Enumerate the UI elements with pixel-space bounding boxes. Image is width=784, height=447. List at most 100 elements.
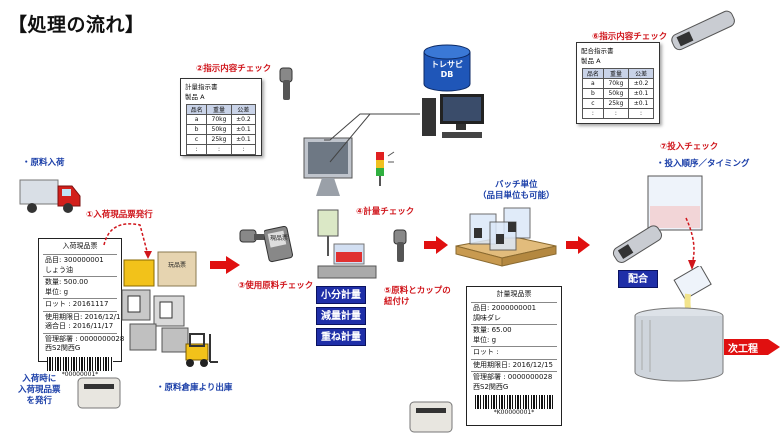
weighing-scale-icon bbox=[314, 206, 380, 282]
table-cell: c bbox=[185, 134, 208, 145]
box-label: 現品票 bbox=[270, 235, 289, 242]
table-cell: : bbox=[206, 144, 232, 155]
barcode-icon bbox=[475, 395, 553, 409]
beaker-icon bbox=[640, 170, 710, 236]
warehouse-boxes-icon: 玩品票 bbox=[118, 246, 210, 356]
reduction-weigh-button[interactable]: 減量計量 bbox=[316, 307, 366, 325]
dashed-connector-icon bbox=[103, 223, 152, 259]
ticket-line: 管理部署 : 0000000028 bbox=[473, 373, 553, 381]
ticket-line: 適合日 : 2016/11/17 bbox=[45, 322, 114, 330]
table-row: ::: bbox=[582, 108, 654, 119]
box-label: 玩品票 bbox=[168, 262, 187, 269]
barcode-icon bbox=[47, 356, 113, 371]
table-cell: ±0.2 bbox=[628, 78, 654, 89]
table-cell: : bbox=[602, 108, 630, 119]
table-cell: : bbox=[582, 108, 604, 119]
monitor-terminal-icon bbox=[292, 136, 364, 198]
next-process-label: 次工程 bbox=[728, 344, 758, 355]
table-header: 品名 bbox=[185, 104, 208, 115]
truck-icon bbox=[18, 176, 82, 216]
step-5-label: ⑤原料とカップの 紐付け bbox=[384, 286, 451, 307]
table-row: ::: bbox=[185, 144, 257, 155]
database-icon: トレサビ DB bbox=[422, 44, 472, 92]
table-cell: 25kg bbox=[602, 98, 630, 109]
ticket-line: 西S2関西G bbox=[473, 382, 509, 391]
table-cell: ±0.1 bbox=[628, 98, 654, 109]
card-product: 製品 A bbox=[581, 57, 601, 65]
network-lines-icon bbox=[324, 113, 420, 163]
barcode-scanner-icon bbox=[239, 229, 266, 243]
barcode-text: *K00000001* bbox=[493, 409, 535, 416]
table-cell: 50kg bbox=[206, 124, 232, 135]
step-2-label: ②指示内容チェック bbox=[196, 64, 272, 74]
table-cell: c bbox=[582, 98, 604, 109]
weigh-ticket-title: 計量現品票 bbox=[496, 290, 532, 298]
batch-label-line: バッチ単位 bbox=[495, 180, 538, 190]
step-7-label: ⑦投入チェック bbox=[660, 142, 719, 152]
step-1-label: ①入荷現品票発行 bbox=[86, 210, 153, 220]
page-title: 【処理の流れ】 bbox=[8, 14, 145, 36]
warehouse-label: ・原料倉庫より出庫 bbox=[156, 383, 233, 393]
ticket-line: 単位: g bbox=[473, 335, 497, 344]
ticket-line: 数量: 500.00 bbox=[45, 278, 89, 286]
printer-icon bbox=[408, 396, 454, 436]
barcode-scanner-icon bbox=[393, 229, 407, 262]
small-portion-weigh-button[interactable]: 小分計量 bbox=[316, 286, 366, 304]
step-7b-label: ・投入順序／タイミング bbox=[656, 159, 750, 169]
next-process-arrow: 次工程 bbox=[724, 337, 782, 357]
ticket-line: 使用期限日: 2016/12/17 bbox=[45, 312, 125, 321]
mixing-tank-icon bbox=[630, 306, 728, 384]
step-raw-arrival: ・原料入荷 bbox=[22, 158, 65, 168]
batch-label-line: （品目単位も可能） bbox=[478, 191, 555, 201]
flow-arrow-icon bbox=[424, 236, 448, 254]
batch-label: バッチ単位 （品目単位も可能） bbox=[478, 180, 555, 202]
table-cell: ±0.1 bbox=[628, 88, 654, 99]
table-cell: b bbox=[185, 124, 208, 135]
ticket-line: 調味ダレ bbox=[473, 313, 501, 322]
table-cell: 70kg bbox=[206, 114, 232, 125]
ticket-line: 使用期限日: 2016/12/15 bbox=[473, 360, 553, 369]
ticket-line: 西S2関西G bbox=[45, 344, 81, 352]
ticket-line: 単位: g bbox=[45, 287, 69, 296]
ticket-line: ロット : bbox=[473, 348, 499, 356]
printer-icon bbox=[76, 372, 122, 410]
signal-tower-icon bbox=[376, 151, 395, 186]
db-label: トレサビ bbox=[431, 60, 463, 69]
handheld-terminal-icon bbox=[612, 225, 662, 263]
stacked-weigh-button[interactable]: 重ね計量 bbox=[316, 328, 366, 346]
blend-badge: 配合 bbox=[618, 270, 658, 288]
handheld-terminal-icon bbox=[264, 226, 294, 263]
ticket-line: ロット : 20161117 bbox=[45, 300, 109, 308]
desktop-pc-icon bbox=[420, 92, 488, 142]
table-cell: : bbox=[230, 144, 257, 155]
card-product: 製品 A bbox=[185, 93, 205, 101]
table-header: 公差 bbox=[628, 68, 654, 79]
table-cell: 70kg bbox=[602, 78, 630, 89]
db-label: DB bbox=[440, 70, 454, 79]
table-cell: : bbox=[185, 144, 208, 155]
flow-arrow-icon bbox=[566, 236, 590, 254]
table-header: 品名 bbox=[582, 68, 604, 79]
barcode-scanner-icon bbox=[279, 67, 293, 100]
ticket-line: 管理部署 : 0000000028 bbox=[45, 334, 125, 343]
table-cell: a bbox=[582, 78, 604, 89]
forklift-icon bbox=[176, 330, 220, 370]
card-title: 計量指示書 bbox=[185, 83, 218, 91]
table-header: 重量 bbox=[602, 68, 630, 79]
ticket-line: 品目: 300000001 bbox=[45, 256, 104, 264]
table-cell: a bbox=[185, 114, 208, 125]
flow-arrow-icon bbox=[210, 256, 240, 274]
table-cell: 50kg bbox=[602, 88, 630, 99]
step-4-label: ④計量チェック bbox=[356, 207, 415, 217]
table-header: 重量 bbox=[206, 104, 232, 115]
arrival-ticket-title: 入荷現品票 bbox=[62, 242, 98, 250]
pallet-cups-icon bbox=[450, 200, 560, 270]
weigh-ticket: 計量現品票 品目: 2000000001 調味ダレ 数量: 65.00 単位: … bbox=[466, 286, 562, 426]
handheld-terminal-icon bbox=[671, 10, 735, 51]
dashed-connector-icon bbox=[685, 217, 696, 270]
